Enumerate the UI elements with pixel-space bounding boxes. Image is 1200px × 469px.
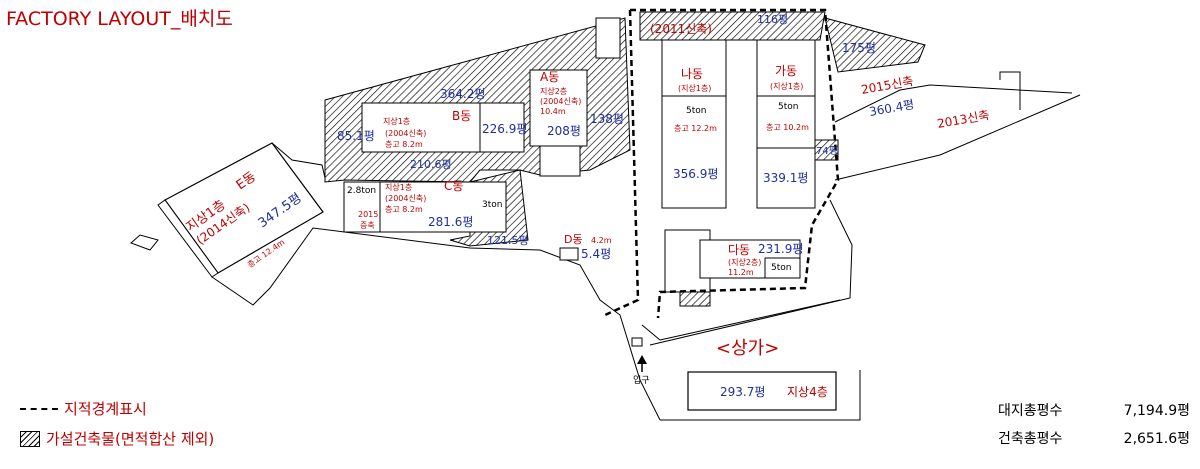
building-sangga	[687, 371, 837, 411]
cadastral-boundary	[604, 8, 840, 319]
c-crane-label: 3ton	[482, 200, 502, 210]
d-height-label: 4.2m	[591, 236, 612, 245]
b-built-label: (2004신축)	[385, 129, 426, 138]
c-name-label: C동	[444, 179, 463, 193]
b-area-top: 364.2평	[440, 87, 485, 101]
ga-height-label: 층고 10.2m	[766, 123, 809, 132]
sangga-area-label: 293.7평	[720, 385, 765, 399]
c-area-label: 281.6평	[428, 215, 473, 229]
a-height-label: 10.4m	[540, 107, 566, 116]
hatch-swatch-icon	[20, 430, 40, 447]
b-area-right: 226.9평	[482, 122, 527, 136]
legend-boundary-label: 지적경계표시	[64, 400, 147, 418]
c-height-label: 층고 8.2m	[385, 205, 423, 214]
c-crane-left: 2.8ton	[347, 186, 376, 196]
da-area-label: 231.9평	[758, 242, 803, 256]
building-na-ga	[661, 39, 816, 209]
ga-crane-label: 5ton	[778, 102, 798, 112]
total-site-area-value: 7,194.9평	[1123, 403, 1190, 419]
ga-name-label: 가동	[775, 64, 797, 78]
a-built-label: (2004신축)	[540, 97, 581, 106]
new-2013-label: 2013신축	[936, 108, 990, 131]
ga-area-label: 339.1평	[763, 171, 808, 185]
c-bottom-area: 121.5평	[487, 234, 529, 247]
b-area-left: 85.1평	[337, 129, 375, 143]
b-area-bottom: 210.6평	[410, 158, 452, 171]
na-floor-label: (지상1층)	[678, 83, 711, 93]
c-floor-label: 지상1층	[385, 182, 412, 192]
dashed-line-icon	[20, 407, 58, 410]
d-area-label: 5.4평	[581, 247, 611, 261]
da-name-label: 다동	[728, 243, 750, 257]
a-area-label: 208평	[547, 124, 581, 138]
na-crane-label: 5ton	[686, 106, 706, 116]
building-c	[343, 181, 507, 233]
c-2015b-label: 증축	[360, 221, 375, 230]
total-building-area: 건축총평수 2,651.6평	[998, 428, 1190, 448]
sangga-floor-label: 지상4층	[787, 385, 828, 399]
building-d	[559, 247, 579, 261]
total-building-area-value: 2,651.6평	[1123, 431, 1190, 447]
site-outline	[211, 71, 1081, 421]
area-360-label: 360.4평	[868, 97, 915, 119]
sangga-label: <상가>	[716, 338, 779, 359]
top-116-label: 116평	[757, 13, 788, 26]
new-2015-label: 2015신축	[860, 74, 914, 97]
side-74-label: 74평	[816, 145, 838, 157]
entrance-label: 입구	[633, 374, 650, 386]
legend-temporary-label: 가설건축물(면적합산 제외)	[46, 430, 215, 448]
da-height-label: 11.2m	[728, 268, 754, 277]
total-building-area-label: 건축총평수	[998, 431, 1063, 447]
building-e	[130, 142, 324, 278]
ga-floor-label: (지상1층)	[770, 81, 803, 91]
legend-temporary: 가설건축물(면적합산 제외)	[20, 428, 214, 449]
c-built-label: (2004신축)	[385, 194, 426, 203]
na-area-label: 356.9평	[673, 167, 718, 181]
b-height-label: 층고 8.2m	[385, 140, 423, 149]
c-2015-label: 2015	[358, 210, 378, 219]
a-side-label: 138평	[590, 112, 624, 126]
page-title: FACTORY LAYOUT_배치도	[6, 8, 233, 30]
top-175-label: 175평	[842, 41, 876, 55]
total-site-area-label: 대지총평수	[998, 403, 1063, 419]
a-floor-label: 지상2층	[540, 86, 567, 96]
d-name-label: D동	[564, 233, 583, 246]
da-crane-label: 5ton	[771, 263, 791, 273]
na-name-label: 나동	[681, 67, 703, 81]
total-site-area: 대지총평수 7,194.9평	[998, 400, 1190, 420]
legend-boundary: 지적경계표시	[20, 398, 147, 419]
building-da	[664, 229, 801, 293]
b-floor-label: 지상1층	[383, 116, 410, 126]
da-floor-label: (지상2층)	[728, 257, 761, 267]
a-name-label: A동	[540, 70, 559, 84]
na-height-label: 층고 12.2m	[674, 124, 717, 133]
building-b	[361, 102, 525, 153]
building-a	[529, 69, 588, 177]
new-2011-label: (2011신축)	[650, 22, 712, 36]
entrance-arrow	[631, 337, 647, 372]
b-name-label: B동	[452, 109, 471, 123]
